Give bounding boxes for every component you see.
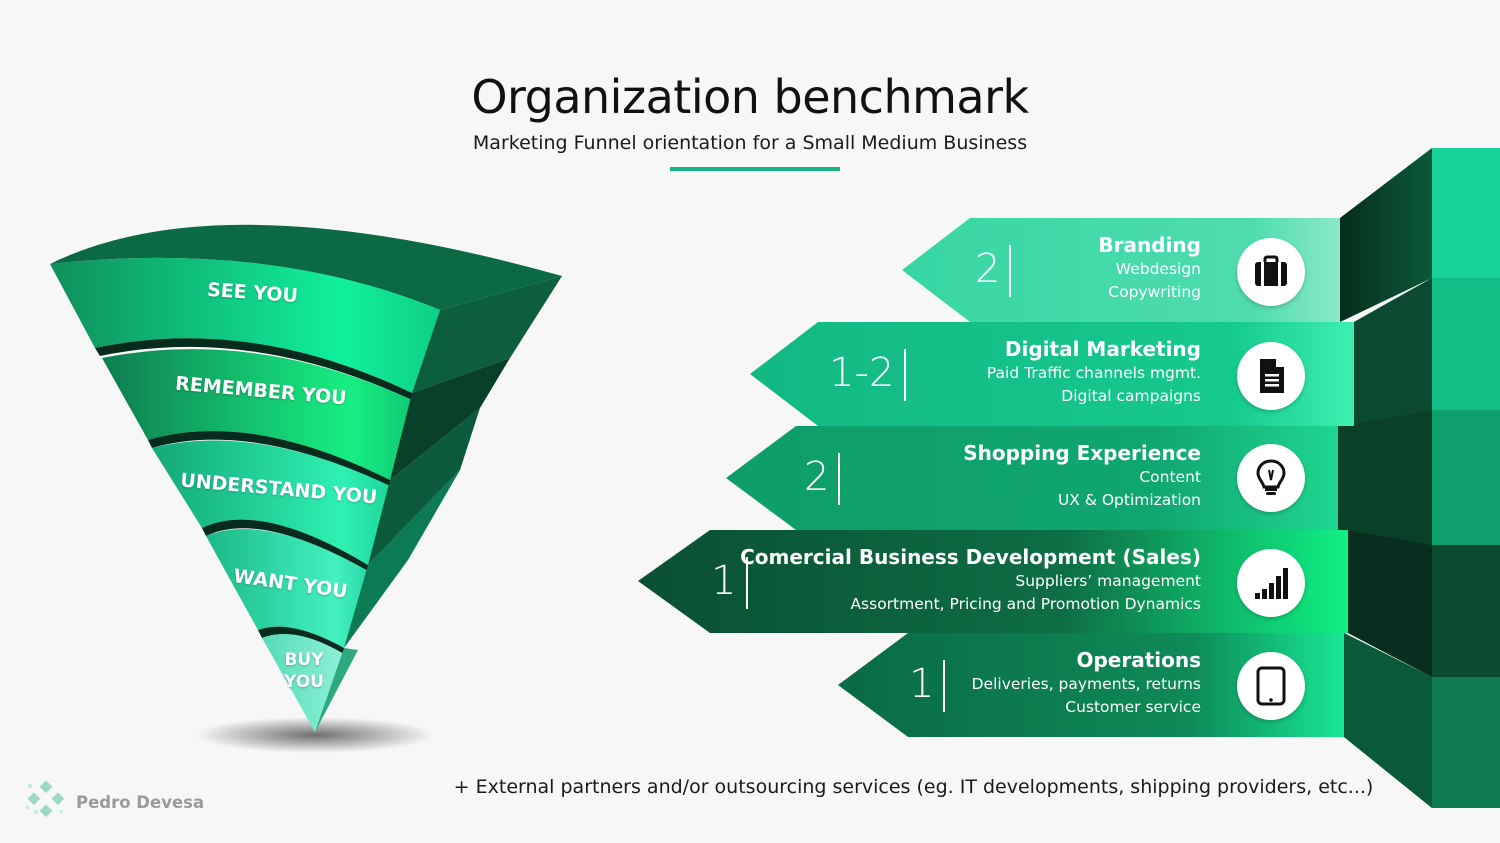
- document-icon: [1237, 342, 1305, 410]
- area-text: Branding Webdesign Copywriting: [1098, 232, 1201, 304]
- priority-divider: [943, 660, 945, 712]
- area-title: Operations: [1076, 648, 1201, 672]
- area-row-commercial-business-development: 1 Comercial Business Development (Sales)…: [0, 530, 1500, 633]
- area-row-shopping-experience: 2 Shopping Experience Content UX & Optim…: [0, 426, 1500, 529]
- area-row-operations: 1 Operations Deliveries, payments, retur…: [0, 633, 1500, 736]
- page-subtitle: Marketing Funnel orientation for a Small…: [472, 132, 1028, 154]
- area-text: Comercial Business Development (Sales) S…: [740, 544, 1201, 616]
- funnel-stage-buy-you: BUY YOU: [284, 649, 324, 693]
- brand-name: Pedro Devesa: [76, 793, 205, 812]
- priority-divider: [1009, 245, 1011, 297]
- tablet-icon: [1237, 652, 1305, 720]
- priority-value: 2: [804, 454, 830, 500]
- area-detail: Paid Traffic channels mgmt.: [986, 364, 1201, 382]
- title-underline: [670, 167, 840, 171]
- area-detail: Assortment, Pricing and Promotion Dynami…: [850, 595, 1201, 613]
- area-detail: Webdesign: [1115, 260, 1201, 278]
- area-text: Shopping Experience Content UX & Optimiz…: [963, 440, 1201, 512]
- marketing-funnel: [50, 224, 562, 753]
- area-detail: Digital campaigns: [1061, 387, 1201, 405]
- signal-bars-icon: [1237, 549, 1305, 617]
- area-row-digital-marketing: 1-2 Digital Marketing Paid Traffic chann…: [0, 322, 1500, 425]
- buy-label-line-1: BUY: [284, 650, 324, 670]
- area-detail: Content: [1139, 468, 1201, 486]
- area-detail: Customer service: [1065, 698, 1201, 716]
- buy-label-line-2: YOU: [284, 672, 324, 692]
- page-title: Organization benchmark: [471, 70, 1029, 124]
- priority-value: 1: [711, 558, 737, 604]
- area-detail: Copywriting: [1108, 283, 1201, 301]
- area-text: Operations Deliveries, payments, returns…: [972, 647, 1201, 719]
- area-detail: Suppliers’ management: [1015, 572, 1201, 590]
- lightbulb-icon: [1237, 444, 1305, 512]
- area-row-branding: 2 Branding Webdesign Copywriting: [0, 218, 1500, 321]
- priority-value: 1-2: [829, 350, 895, 396]
- priority-value: 2: [975, 246, 1001, 292]
- area-title: Comercial Business Development (Sales): [740, 545, 1201, 569]
- priority-divider: [746, 557, 748, 609]
- priority-divider: [904, 349, 906, 401]
- area-title: Digital Marketing: [1004, 337, 1201, 361]
- area-title: Shopping Experience: [963, 441, 1201, 465]
- brand-logo-icon: [26, 780, 65, 818]
- area-title: Branding: [1098, 233, 1201, 257]
- priority-value: 1: [909, 661, 935, 707]
- external-partners-note: + External partners and/or outsourcing s…: [453, 776, 1374, 798]
- briefcase-icon: [1237, 238, 1305, 306]
- area-detail: UX & Optimization: [1057, 491, 1201, 509]
- area-detail: Deliveries, payments, returns: [971, 675, 1201, 693]
- area-text: Digital Marketing Paid Traffic channels …: [987, 336, 1201, 408]
- priority-divider: [838, 453, 840, 505]
